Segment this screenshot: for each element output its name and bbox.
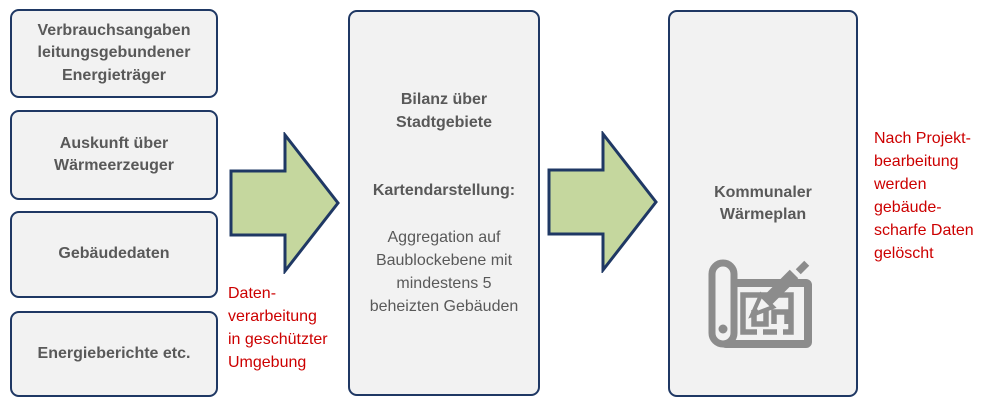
input-box-label: Verbrauchsangaben leitungsgebundener Ene… [37,22,191,84]
input-box-verbrauchsangaben: Verbrauchsangaben leitungsgebundener Ene… [10,9,218,98]
output-box: Kommunaler Wärmeplan [668,10,858,397]
flow-arrow-right-icon [229,132,340,274]
output-box-title: Kommunaler Wärmeplan [714,184,812,224]
input-box-energieberichte: Energieberichte etc. [10,311,218,397]
process-box-subtitle: Kartendarstellung: [372,182,516,200]
input-box-gebaeudedaten: Gebäudedaten [10,211,218,298]
input-box-auskunft-waermeerzeuger: Auskunft über Wärmeerzeuger [10,110,218,200]
input-box-label: Gebäudedaten [58,245,170,263]
process-box-content: Bilanz über Stadtgebiete Kartendarstellu… [370,65,519,340]
process-box-body: Aggregation auf Baublockebene mit mindes… [369,228,519,315]
process-box-title: Bilanz über Stadtgebiete [395,91,492,132]
input-box-label: Energieberichte etc. [37,344,191,362]
blueprint-pencil-icon [708,259,812,348]
input-box-label: Auskunft über Wärmeerzeuger [53,134,175,174]
process-box: Bilanz über Stadtgebiete Kartendarstellu… [348,10,540,396]
processing-note: Daten- verarbeitung in geschützter Umgeb… [228,285,328,372]
deletion-note: Nach Projekt- bearbeitung werden gebäude… [874,130,974,263]
flow-arrow-right-icon [547,131,658,273]
